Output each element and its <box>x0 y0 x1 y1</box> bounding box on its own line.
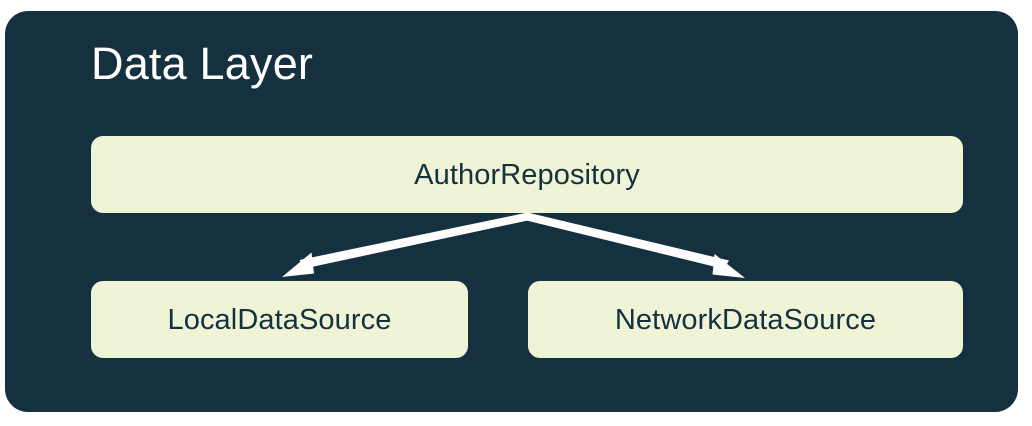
node-network-data-source[interactable]: NetworkDataSource <box>528 281 963 358</box>
node-label: AuthorRepository <box>414 158 640 191</box>
node-label: LocalDataSource <box>167 303 392 336</box>
node-local-data-source[interactable]: LocalDataSource <box>91 281 468 358</box>
page-title: Data Layer <box>91 38 314 89</box>
node-label: NetworkDataSource <box>614 303 877 336</box>
node-author-repository[interactable]: AuthorRepository <box>91 136 963 213</box>
